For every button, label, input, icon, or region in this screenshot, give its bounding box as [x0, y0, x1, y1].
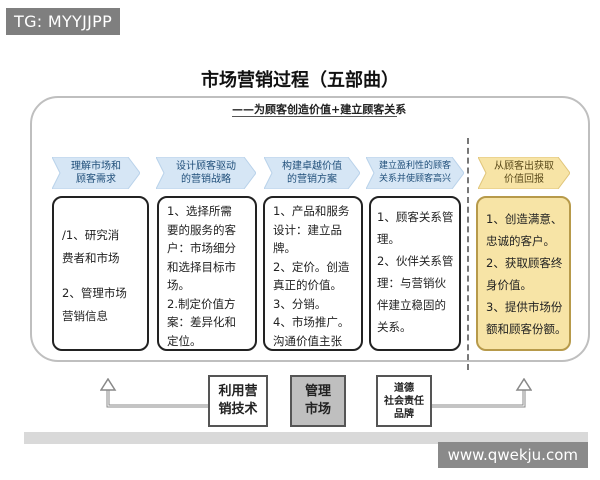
step-5-line: 额和顾客份额。	[486, 322, 567, 336]
step-1-line: 费者和市场	[62, 251, 120, 265]
diagram-subtitle: ——为顾客创造价值+建立顾客关系	[230, 101, 409, 117]
step-4-line: 关系。	[377, 320, 412, 334]
step-5-label-line-1: 从顾客出获取	[494, 161, 554, 172]
watermark-bottom: www.qwekju.com	[437, 442, 588, 468]
step-3-label-line-2: 的营销方案	[287, 174, 337, 185]
step-4-line: 伴建立稳固的	[377, 298, 446, 312]
step-3-line: 沟通价值主张	[273, 333, 342, 348]
step-5-box: 1、创造满意、 忠诚的客户。 2、获取顾客终 身价值。 3、提供市场份 额和顾客…	[476, 196, 571, 351]
step-5-line: 2、获取顾客终	[486, 256, 563, 270]
outer-frame	[30, 96, 590, 362]
step-3-chevron: 构建卓越价值的营销方案	[264, 157, 360, 189]
step-4-line: 2、伙伴关系管	[377, 254, 454, 268]
step-5-label-line-2: 价值回报	[504, 174, 544, 185]
step-5-line: 忠诚的客户。	[486, 234, 555, 248]
step-2-box: 1、选择所需 要的服务的客 户：市场细分 和选择目标市 场。 2.制定价值方 案…	[157, 196, 257, 351]
step-5-line: 3、提供市场份	[486, 300, 563, 314]
step-3-line: 1、产品和服务	[273, 204, 350, 218]
step-3-line: 真正的价值。	[273, 278, 342, 292]
step-4-chevron: 建立盈利性的顾客关系并使顾客高兴	[366, 157, 464, 189]
step-1-line	[62, 270, 139, 282]
step-2-chevron: 设计顾客驱动的营销战略	[156, 157, 256, 189]
bottom-bar	[24, 432, 588, 444]
step-1-label-line-2: 顾客需求	[76, 174, 116, 185]
step-2-line: 2.制定价值方	[167, 296, 236, 311]
step-2-line: 场。	[167, 278, 190, 292]
bottom-box-technology: 利用营 销技术	[208, 375, 268, 427]
step-3-line: 牌。	[273, 241, 296, 255]
step-4-label-line-1: 建立盈利性的顾客	[378, 161, 451, 171]
bottom-box-manage-market: 管理 市场	[290, 375, 346, 427]
step-4-box: 1、顾客关系管 理。 2、伙伴关系管 理：与营销伙 伴建立稳固的 关系。	[369, 196, 461, 351]
bottom-box-manage-market-line-1: 管理	[304, 384, 331, 399]
step-2-line: 要的服务的客	[167, 222, 236, 237]
step-4-line: 理：与营销伙	[377, 276, 446, 290]
step-2-line: 定位。	[167, 333, 202, 348]
step-4-label-line-2: 关系并使顾客高兴	[378, 174, 451, 184]
step-4-line: 理。	[377, 232, 400, 246]
step-5-chevron: 从顾客出获取价值回报	[478, 157, 570, 189]
bottom-box-ethics-line-1: 道德	[394, 382, 414, 394]
step-1-line: 营销信息	[62, 309, 108, 323]
step-4-line: 1、顾客关系管	[377, 210, 454, 224]
step-2-line: 户：市场细分	[167, 241, 236, 255]
left-curved-arrow-icon	[100, 378, 210, 408]
bottom-box-ethics: 道德 社会责任 品牌	[376, 375, 432, 427]
bottom-box-technology-line-2: 销技术	[218, 402, 258, 417]
step-1-line: 2、管理市场	[62, 286, 127, 300]
step-1-label-line-1: 理解市场和	[71, 161, 121, 172]
step-2-label-line-1: 设计顾客驱动	[176, 161, 236, 172]
step-2-line: 和选择目标市	[167, 259, 236, 274]
step-5-line: 身价值。	[486, 278, 532, 292]
watermark-top: TG: MYYJJPP	[6, 8, 121, 35]
step-5-line: 1、创造满意、	[486, 212, 563, 226]
bottom-box-ethics-line-3: 品牌	[394, 408, 414, 420]
step-2-line: 案：差异化和	[167, 315, 236, 329]
step-1-line: /1、研究消	[62, 228, 120, 242]
dashed-divider	[467, 138, 469, 370]
bottom-box-ethics-line-2: 社会责任	[384, 395, 424, 407]
step-3-box: 1、产品和服务 设计：建立品 牌。 2、定价。创造 真正的价值。 3、分销。 4…	[263, 196, 363, 351]
step-2-label-line-2: 的营销战略	[181, 174, 231, 185]
step-3-label-line-1: 构建卓越价值	[282, 161, 342, 172]
step-3-line: 设计：建立品	[273, 222, 342, 237]
step-1-chevron: 理解市场和顾客需求	[52, 157, 140, 189]
bottom-box-technology-line-1: 利用营	[218, 384, 258, 399]
step-1-box: /1、研究消 费者和市场 2、管理市场 营销信息	[52, 196, 149, 351]
step-3-line: 4、市场推广。	[273, 315, 350, 329]
subtitle-underline	[232, 116, 397, 117]
diagram-title: 市场营销过程（五部曲）	[201, 70, 399, 91]
step-3-line: 2、定价。创造	[273, 259, 350, 274]
bottom-box-manage-market-line-2: 市场	[304, 402, 331, 417]
step-3-line: 3、分销。	[273, 296, 327, 311]
right-curved-arrow-icon	[422, 378, 532, 408]
step-2-line: 1、选择所需	[167, 204, 232, 218]
